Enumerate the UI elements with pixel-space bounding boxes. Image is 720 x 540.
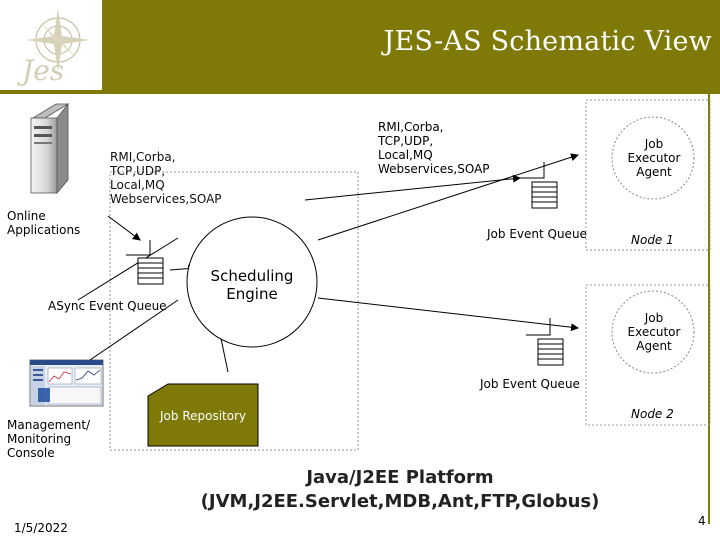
job-event-queue-2-label: Job Event Queue xyxy=(480,377,580,391)
logo: Jes xyxy=(0,0,102,90)
compass-logo-icon: Jes xyxy=(17,8,90,87)
job-repository-shape xyxy=(147,383,259,447)
line-console-to-engine-a xyxy=(77,237,179,301)
node-2-label: Node 2 xyxy=(631,407,674,421)
node-1-queue-icon xyxy=(520,162,558,209)
arrow-engine-to-node2 xyxy=(317,297,579,332)
management-console-label: Management/ Monitoring Console xyxy=(7,418,91,460)
arrow-protocols-to-node1 xyxy=(304,174,521,201)
job-event-queue-1-label: Job Event Queue xyxy=(487,227,587,241)
title-divider xyxy=(0,90,720,94)
footer-date: 1/5/2022 xyxy=(14,521,68,535)
arrow-online-to-queue xyxy=(107,215,141,241)
job-executor-agent-1-label: Job Executor Agent xyxy=(627,137,681,179)
async-queue-icon xyxy=(126,240,164,285)
online-applications-label: Online Applications xyxy=(7,209,81,237)
protocols-left-label: RMI,Corba, TCP,UDP, Local,MQ Webservices… xyxy=(110,150,222,206)
async-event-queue-label: ASync Event Queue xyxy=(48,299,167,313)
platform-label: Java/J2EE Platform (JVM,J2EE.Servlet,MDB… xyxy=(200,467,600,512)
right-divider xyxy=(708,94,710,524)
page-number: 4 xyxy=(698,514,706,528)
engine-container-outline xyxy=(109,171,359,451)
server-icon xyxy=(30,102,70,195)
node-1-label: Node 1 xyxy=(631,233,674,247)
page-title: JES-AS Schematic View xyxy=(383,26,712,57)
logo-text: Jes xyxy=(17,54,64,87)
job-executor-agent-2-label: Job Executor Agent xyxy=(627,311,681,353)
arrow-engine-to-node1 xyxy=(317,153,579,241)
node-2-outline xyxy=(585,284,711,426)
job-repository-label: Job Repository xyxy=(160,409,247,423)
line-console-to-engine-b xyxy=(89,299,179,361)
scheduling-engine-label: Scheduling Engine xyxy=(210,267,294,303)
job-executor-agent-1-circle xyxy=(611,116,695,200)
scheduling-engine-circle xyxy=(186,216,318,348)
protocols-top-label: RMI,Corba, TCP,UDP, Local,MQ Webservices… xyxy=(378,120,490,176)
job-executor-agent-2-circle xyxy=(611,290,695,374)
title-bar xyxy=(0,0,720,90)
console-screenshot-icon xyxy=(29,359,104,407)
node-1-outline xyxy=(585,99,711,251)
node-2-queue-icon xyxy=(526,318,564,366)
